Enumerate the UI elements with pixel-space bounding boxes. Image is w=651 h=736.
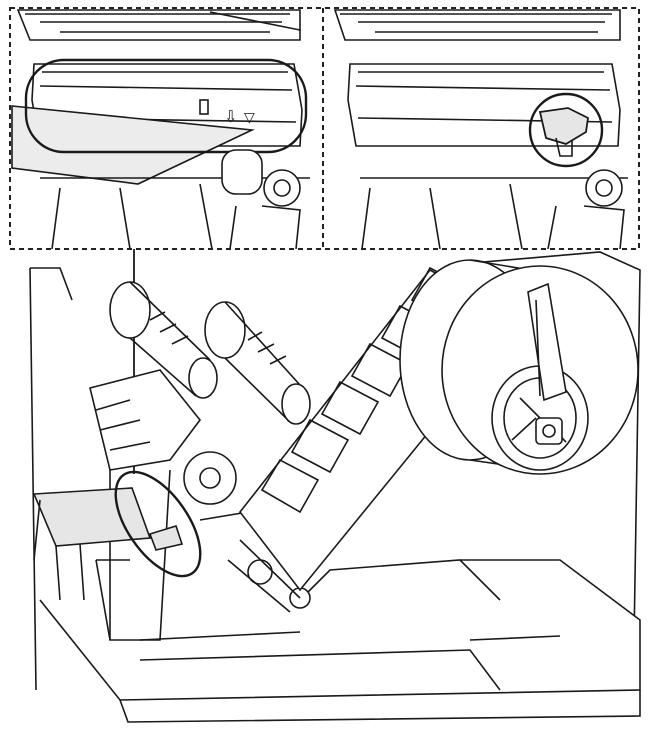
sensor-position-callout [114, 470, 202, 578]
sensor-mark-triangle: ▽ [244, 110, 255, 126]
sensor-slot-callout [24, 58, 308, 154]
media-holder-arm [527, 282, 567, 445]
sensor-knob-icon [538, 107, 589, 145]
print-head-plate [32, 487, 152, 547]
printer-body [29, 251, 641, 723]
label-roll [399, 259, 639, 475]
inset-frames [9, 7, 640, 250]
ribbon-supply-spindle [109, 281, 218, 399]
inset-right [333, 9, 628, 249]
sensor-adjust-knob-callout [528, 92, 604, 168]
sensor-mark-arrow: ⇩ [224, 107, 237, 126]
inset-left: ⇩ ▽ [11, 9, 310, 249]
ribbon-rewind-spindle [204, 301, 311, 425]
